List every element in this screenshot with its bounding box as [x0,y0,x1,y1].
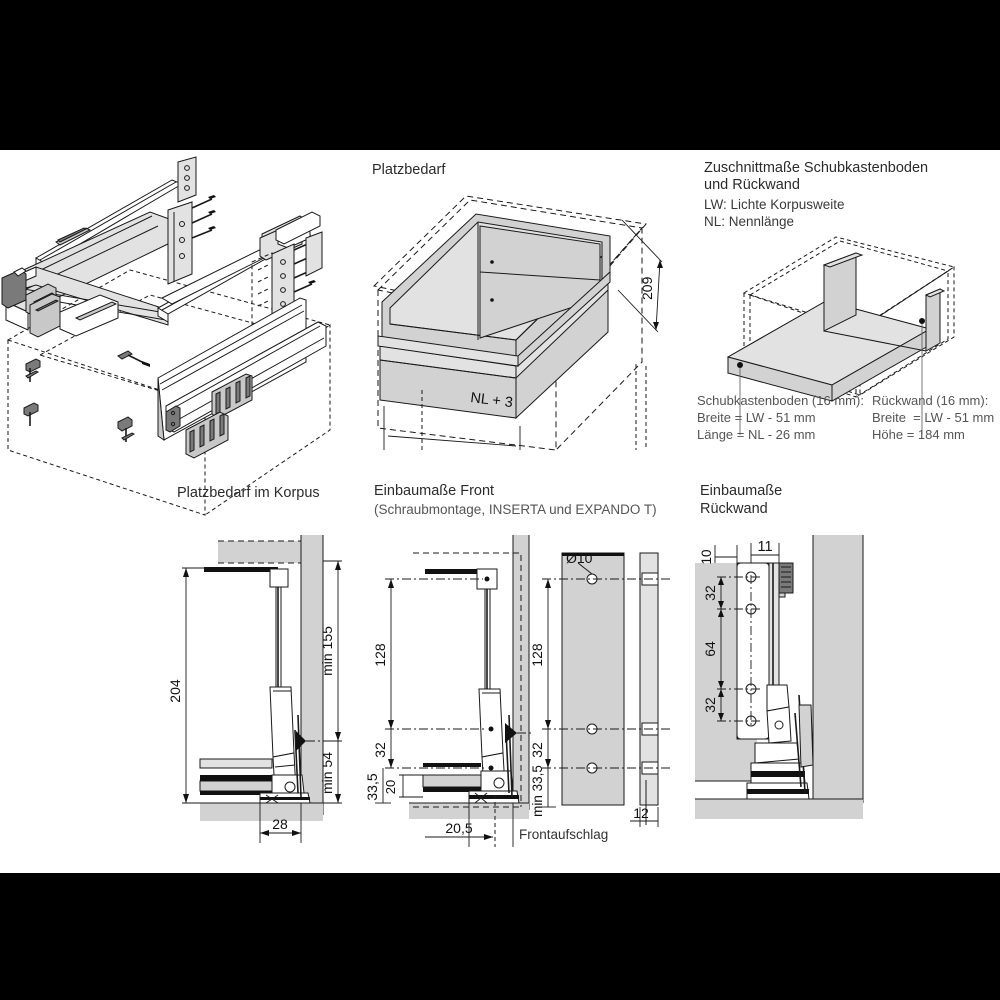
dimension-128-left: 128 [372,578,485,730]
dimension-28: 28 [259,797,302,843]
carcase-side-front [512,535,530,810]
carcase-bottom [200,802,323,821]
reference-arrow-front [505,723,533,743]
carcase-top [218,540,302,564]
rueckwand-breite: Breite = LW - 51 mm [872,410,995,425]
dimension-64: 64 [702,609,724,689]
slide-profile-rueck [746,562,814,800]
dimension-nl3: NL + 3 [383,364,647,450]
platzbedarf-diagram: 209 NL + 3 [372,195,663,451]
zuschnitt-legend-nl: NL: Nennlänge [704,214,795,229]
rueckwand-title-2: Rückwand [700,501,768,517]
drawer-bottom-shelf [199,758,273,795]
dimension-205: 20,5 [425,795,514,847]
dimension-64-text: 64 [702,641,718,657]
dimension-nl3-text: NL + 3 [470,390,514,411]
reference-arrow [296,731,323,751]
front-plate: Ø10 [561,550,625,806]
rueckwand-hoehe: Höhe = 184 mm [872,427,965,442]
dimension-dia10-text: Ø10 [566,550,593,566]
dimension-204: 204 [167,567,206,804]
carcase-side-panel [300,535,324,815]
dimension-28-text: 28 [272,816,288,832]
front-plate-side [639,552,659,825]
dimension-11: 11 [750,539,780,563]
letterbox-bottom [0,873,1000,1000]
front-title: Einbaumaße Front [374,483,495,499]
end-cap-right [305,231,323,277]
dimension-10-text: 10 [699,549,714,564]
dimension-335: 33,5 [364,768,391,804]
dimension-209-text: 209 [639,276,655,300]
dimension-20: 20 [383,774,423,798]
drawer-top-profile [204,567,289,588]
letterbox-top [0,0,1000,150]
exploded-assembly-diagram [1,156,332,516]
drawer-front-rail-lower [165,321,327,459]
dimension-12-text: 12 [633,805,649,821]
front-top-band [377,270,611,368]
dimension-min335-text: min 33,5 [530,765,545,817]
dimension-min155: min 155 [319,560,342,742]
front-fixing-bracket-left [29,293,119,338]
slide-mechanism [259,714,311,804]
dimension-128-right: 128 [529,579,551,729]
vertical-connector-rod-front [484,588,491,690]
dimension-12: 12 [630,805,659,827]
drawing-sheet: Platzbedarf [0,150,1000,873]
drawer-bottom-front [422,763,482,792]
dimension-128-left-text: 128 [372,643,388,667]
dimension-11-text: 11 [757,539,772,555]
dimension-32-top: 32 [702,577,724,609]
center-post-bracket [167,195,216,285]
boden-breite: Breite = LW - 51 mm [697,410,816,425]
dimension-20-text: 20 [383,780,398,794]
dimension-32-left: 32 [372,729,485,769]
hole-centerlines-rueck [717,576,761,722]
bracket-top-right [177,156,197,203]
dimension-205-text: 20,5 [445,820,472,836]
dimension-209: 209 [617,219,663,333]
front-plate-view: Ø10 128 32 min 33,5 [529,550,670,827]
dimension-32-top-text: 32 [702,585,718,601]
platzbedarf-title: Platzbedarf [372,162,446,178]
boden-und-rueckwand-shape [726,252,946,435]
rueckwand-section-diagram: 10 11 32 64 32 [695,535,864,819]
dimension-min54: min 54 [319,741,342,804]
zuschnitt-diagram [726,236,956,435]
rueckwand-title: Rückwand (16 mm): [872,393,989,408]
frontaufschlag-label: Frontaufschlag [519,827,609,842]
front-subtitle: (Schraubmontage, INSERTA und EXPANDO T) [374,502,657,517]
drawer-top-profile-front [425,568,498,590]
dimension-335-text: 33,5 [364,773,380,800]
dimension-32-bottom-text: 32 [702,697,718,713]
zuschnitt-title-1: Zuschnittmaße Schubkastenboden [704,160,929,176]
carcase-side-rueck [812,535,864,803]
dimension-min155-text: min 155 [319,626,335,676]
hole-centerlines [542,578,670,769]
dimension-128-right-text: 128 [529,643,545,667]
korpus-section-diagram: 204 min 155 min 54 28 [167,535,342,843]
korpus-title: Platzbedarf im Korpus [177,485,320,501]
rueckwand-title-1: Einbaumaße [700,483,783,499]
boden-title: Schubkastenboden (16 mm): [697,393,864,408]
mounting-bracket [736,562,770,740]
dimension-32-left-text: 32 [372,742,388,758]
dimension-32-right-text: 32 [529,742,545,758]
zuschnitt-legend-lw: LW: Lichte Korpusweite [704,197,845,212]
dimension-min335: min 33,5 [530,765,556,817]
vertical-connector-rod [275,586,282,688]
boden-laenge: Länge = NL - 26 mm [697,427,816,442]
screw-pins [23,350,150,442]
dimension-204-text: 204 [167,679,183,703]
zuschnitt-title-2: und Rückwand [704,177,800,193]
dimension-32-right: 32 [529,729,551,768]
dimension-min54-text: min 54 [319,752,335,794]
front-section-diagram: 128 32 33,5 20 20,5 [364,535,533,847]
front-panel-dashed [413,552,522,808]
carcase-bottom-rueck [695,798,863,819]
dimension-32-bottom: 32 [702,689,724,721]
dimension-10: 10 [699,545,738,565]
